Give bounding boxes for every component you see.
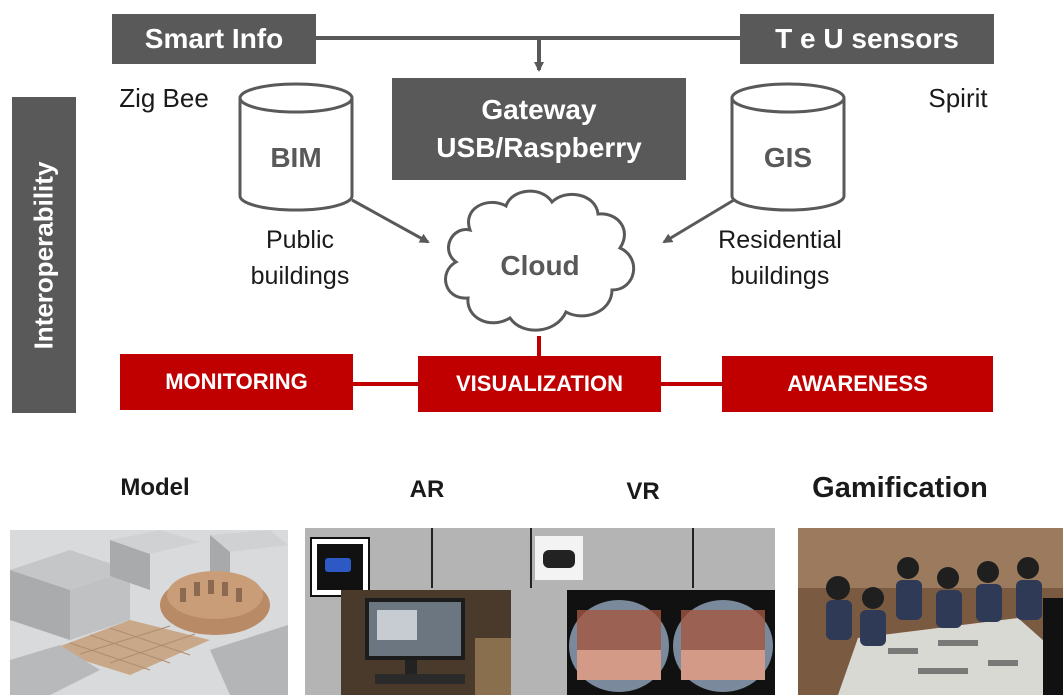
sensors-box: T e U sensors [740,14,994,64]
public-caption-line2: buildings [250,262,350,290]
residential-caption-line1: Residential [718,226,842,254]
gateway-label-line2: USB/Raspberry [436,132,642,163]
gamification-caption: Gamification [812,472,988,504]
gis-database-icon [730,82,846,212]
gis-label: GIS [763,142,813,173]
monitoring-box: MONITORING [120,354,353,410]
protocol-left-label: Zig Bee [119,83,209,113]
gateway-label-line1: Gateway [481,94,597,125]
model-image [10,530,288,695]
monitoring-label: MONITORING [165,369,308,394]
protocol-right-label: Spirit [928,83,988,113]
ar-caption: AR [409,476,445,503]
smart-info-box: Smart Info [112,14,316,64]
bim-arrow [351,198,430,244]
interoperability-side-bar: Interoperability [12,97,76,413]
residential-buildings-caption: Residential buildings [700,222,860,294]
vr-caption: VR [626,478,660,505]
smart-info-label: Smart Info [144,23,284,54]
city-model-illustration [10,530,288,695]
gateway-box: Gateway USB/Raspberry [392,78,686,180]
ar-vr-illustration [305,528,775,695]
visualization-label: VISUALIZATION [455,371,624,396]
cloud-icon [444,189,636,332]
bim-database-icon [238,82,354,212]
interoperability-label: Interoperability [28,161,59,349]
awareness-box: AWARENESS [722,356,993,412]
public-caption-line1: Public [265,226,335,254]
visualization-box: VISUALIZATION [418,356,661,412]
public-buildings-caption: Public buildings [220,222,380,294]
ar-vr-image [305,528,775,695]
residential-caption-line2: buildings [730,262,830,290]
cloud-label: Cloud [500,250,580,281]
gis-arrow [662,198,735,244]
gamification-image [798,528,1063,695]
awareness-label: AWARENESS [787,371,928,396]
sensors-label: T e U sensors [775,23,959,54]
bim-label: BIM [270,142,322,173]
model-caption: Model [120,474,190,501]
gamification-illustration [798,528,1063,695]
